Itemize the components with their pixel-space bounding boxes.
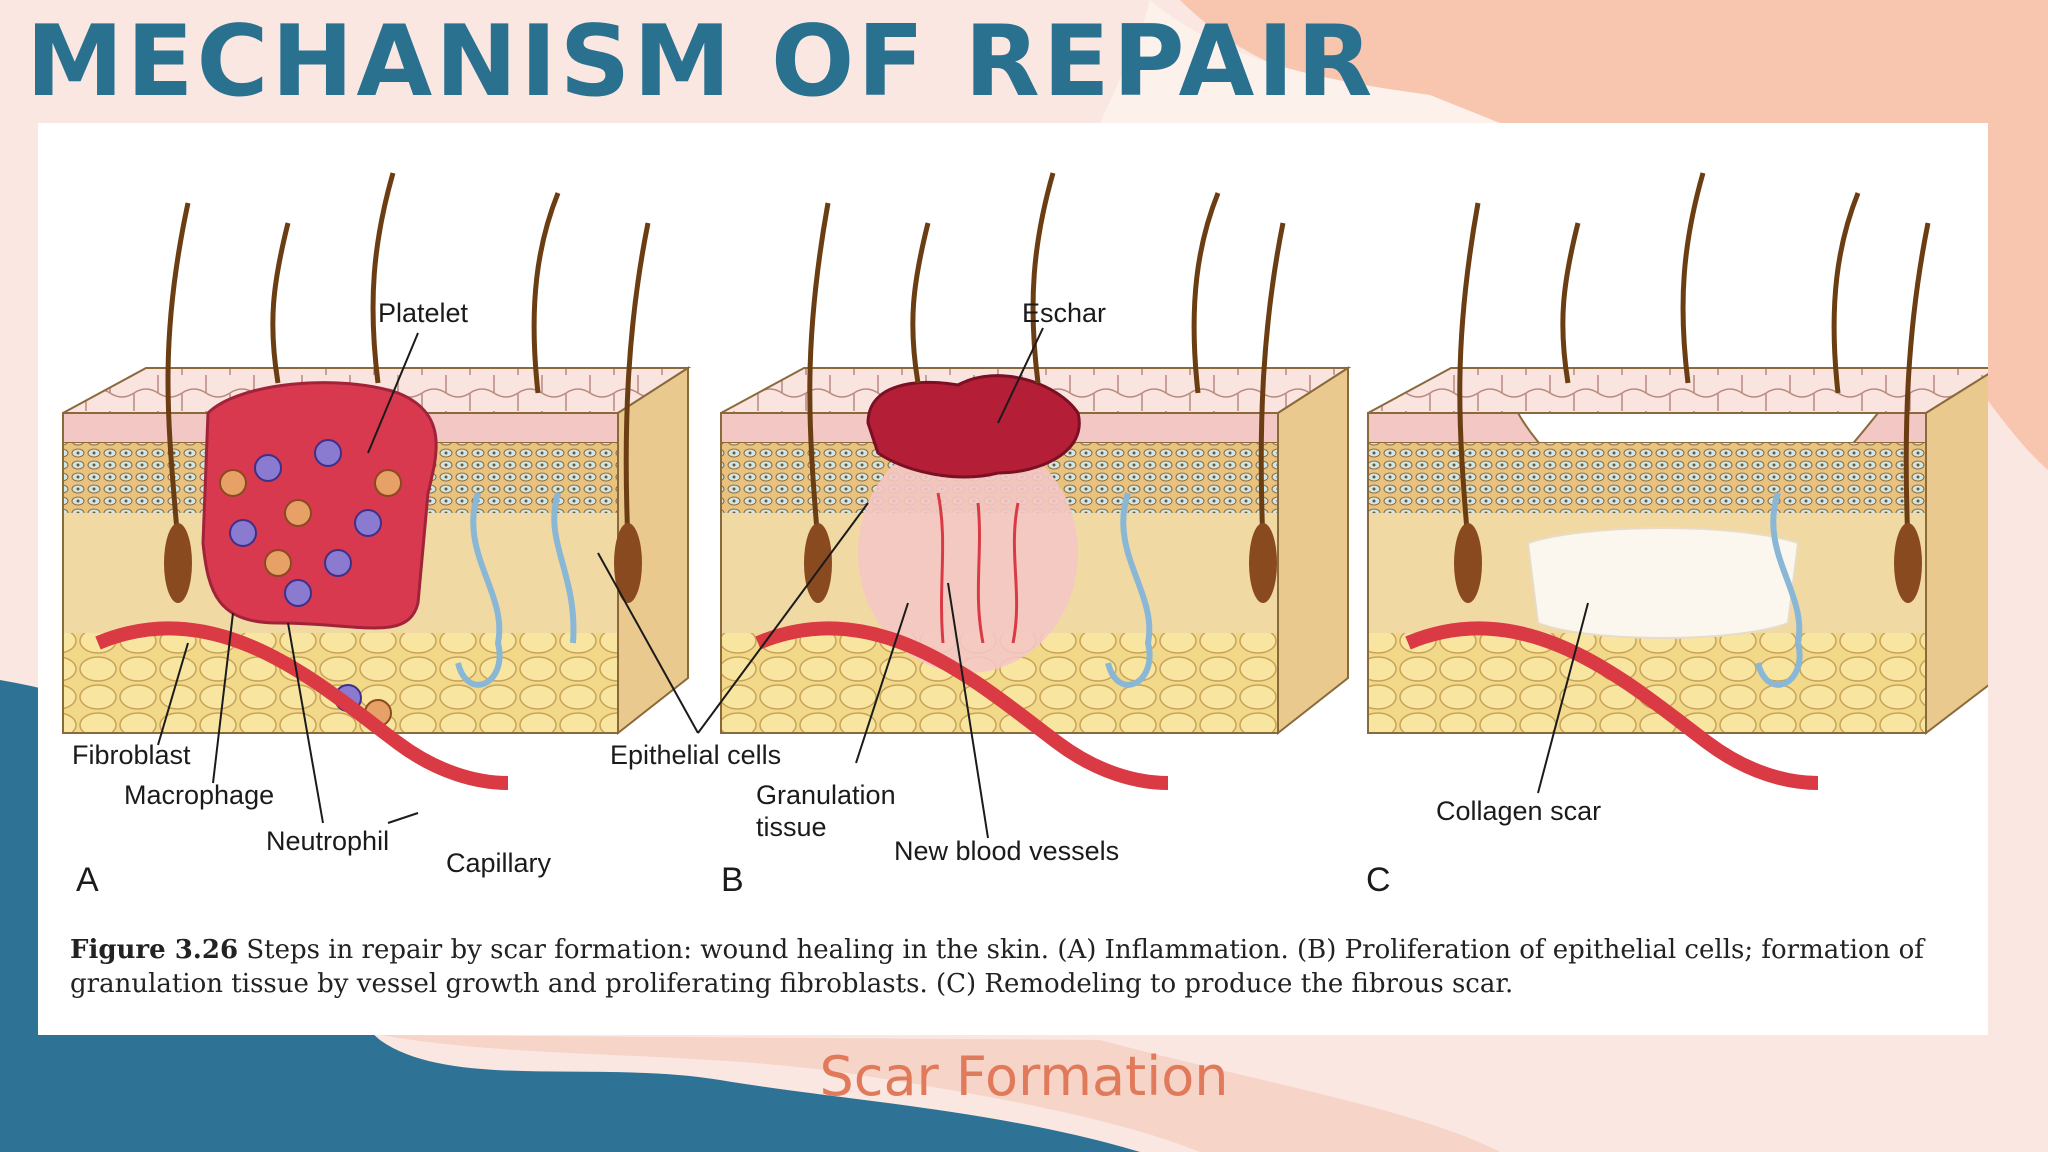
panel-a-skin-block — [62, 172, 692, 790]
label-neutrophil: Neutrophil — [266, 826, 390, 856]
panel-b-skin-block — [720, 172, 1352, 790]
skin-repair-diagram — [62, 172, 1988, 839]
label-granulation: Granulation — [756, 780, 896, 810]
label-collagen-scar: Collagen scar — [1436, 796, 1602, 826]
label-leader-lines — [157, 327, 1589, 839]
label-tissue: tissue — [756, 812, 827, 842]
slide-title: MECHANISM OF REPAIR — [26, 5, 1376, 119]
label-fibroblast: Fibroblast — [72, 740, 191, 770]
panel-letter-a: A — [76, 861, 99, 899]
label-capillary: Capillary — [446, 848, 552, 878]
eschar-scab — [866, 374, 1081, 479]
peach-blob-top-right — [1180, 0, 2048, 470]
label-platelet: Platelet — [378, 298, 469, 328]
figure-caption: Figure 3.26 Steps in repair by scar form… — [70, 933, 1950, 1001]
panel-c-skin-block — [1367, 172, 1988, 790]
panel-letter-c: C — [1366, 861, 1391, 899]
white-wave-top — [1100, 0, 1500, 123]
collagen-scar-area — [1526, 527, 1800, 639]
caption-label: Figure 3.26 — [70, 935, 239, 965]
wound-clot — [201, 381, 438, 630]
label-new-blood-vessels: New blood vessels — [894, 836, 1120, 866]
pink-wave-bottom — [380, 1035, 1500, 1152]
panel-letter-b: B — [721, 861, 744, 899]
figure-panel: Platelet Fibroblast Macrophage Neutrophi… — [38, 123, 1988, 1035]
label-epithelial-cells: Epithelial cells — [610, 740, 782, 770]
caption-text: Steps in repair by scar formation: wound… — [70, 935, 1924, 999]
label-eschar: Eschar — [1022, 298, 1107, 328]
slide-subtitle: Scar Formation — [819, 1045, 1229, 1108]
label-macrophage: Macrophage — [124, 780, 275, 810]
